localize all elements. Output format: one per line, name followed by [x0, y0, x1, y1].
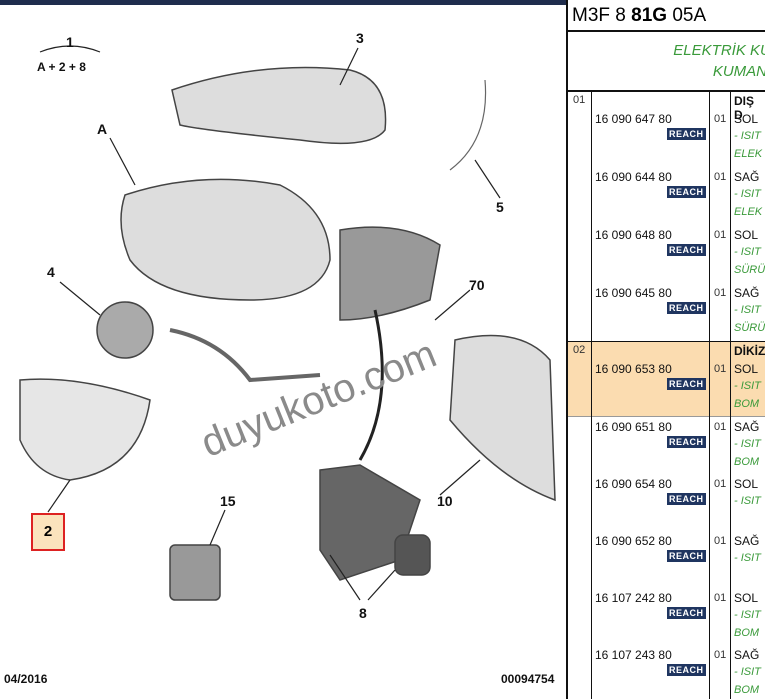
reach-badge: REACH — [667, 378, 706, 390]
quantity: 01 — [714, 363, 727, 375]
header-line-1: ELEKTRİK KUMAND — [673, 42, 765, 59]
group-index: 02 — [573, 344, 586, 356]
desc-line-1: - ISIT — [734, 304, 761, 316]
side: SAĞ — [734, 420, 760, 434]
ref-bold: 81G — [631, 5, 668, 26]
bushing-8 — [394, 534, 431, 576]
callout-a: A — [97, 121, 108, 137]
quantity: 01 — [714, 592, 727, 604]
side: SAĞ — [734, 286, 760, 300]
quantity: 01 — [714, 421, 727, 433]
desc-line-1: - ISIT — [734, 552, 761, 564]
quantity: 01 — [714, 229, 727, 241]
reach-badge: REACH — [667, 244, 706, 256]
part-number[interactable]: 16 090 654 80 — [595, 477, 672, 491]
reach-badge: REACH — [667, 664, 706, 676]
reach-badge: REACH — [667, 302, 706, 314]
top-bar — [0, 0, 566, 5]
callout-15: 15 — [220, 493, 236, 509]
ref-prefix: M3F 8 — [572, 5, 632, 26]
side: SOL — [734, 228, 759, 242]
desc-line-1: - ISIT — [734, 188, 761, 200]
group-divider — [568, 341, 765, 342]
mirror-frame — [339, 226, 441, 321]
mirror-exploded-view — [19, 45, 556, 601]
cover-10 — [449, 334, 556, 502]
diagram-ref-number: 00094754 — [501, 672, 555, 686]
side: SOL — [734, 362, 759, 376]
side: SAĞ — [734, 648, 760, 662]
part-number[interactable]: 16 090 645 80 — [595, 286, 672, 300]
quantity: 01 — [714, 171, 727, 183]
group-title: DİKİZ — [734, 344, 765, 358]
header-line-2: KUMAN — [712, 63, 765, 80]
callout-5: 5 — [496, 199, 504, 215]
part-number[interactable]: 16 090 651 80 — [595, 420, 672, 434]
desc-line-1: - ISIT — [734, 666, 761, 678]
callout-1-composition: A + 2 + 8 — [37, 60, 86, 74]
reach-badge: REACH — [667, 607, 706, 619]
reach-badge: REACH — [667, 493, 706, 505]
parts-panel: M3F 8 81G 05A ELEKTRİK KUMAND KUMAN 01 DI… — [566, 0, 765, 699]
reach-badge: REACH — [667, 436, 706, 448]
part-number[interactable]: 16 090 648 80 — [595, 228, 672, 242]
desc-line-1: - ISIT — [734, 246, 761, 258]
mirror-cover-3 — [171, 66, 387, 145]
mirror-housing-a — [120, 178, 331, 301]
mirror-glass-2 — [19, 378, 151, 481]
quantity: 01 — [714, 478, 727, 490]
switch-15 — [169, 544, 221, 601]
desc-line-1: - ISIT — [734, 495, 761, 507]
callout-8: 8 — [359, 605, 367, 621]
reach-badge: REACH — [667, 128, 706, 140]
callout-3: 3 — [356, 30, 364, 46]
desc-line-1: - ISIT — [734, 380, 761, 392]
quantity: 01 — [714, 287, 727, 299]
desc-line-1: - ISIT — [734, 609, 761, 621]
quantity: 01 — [714, 649, 727, 661]
row-divider — [568, 416, 765, 417]
reach-badge: REACH — [667, 186, 706, 198]
desc-line-2: ELEK — [734, 206, 763, 218]
desc-line-2: BOM — [734, 684, 760, 696]
reach-badge: REACH — [667, 550, 706, 562]
desc-line-1: - ISIT — [734, 438, 761, 450]
part-number[interactable]: 16 107 242 80 — [595, 591, 672, 605]
diagram-date: 04/2016 — [4, 672, 48, 686]
callout-2-highlighted[interactable]: 2 — [31, 513, 65, 551]
desc-line-1: - ISIT — [734, 130, 761, 142]
side: SOL — [734, 591, 759, 605]
part-number[interactable]: 16 090 652 80 — [595, 534, 672, 548]
callout-1: 1 — [66, 34, 74, 50]
quantity: 01 — [714, 535, 727, 547]
group-title: DIŞ D — [734, 94, 755, 122]
desc-line-2: BOM — [734, 456, 760, 468]
part-number[interactable]: 16 090 644 80 — [595, 170, 672, 184]
desc-line-2: ELEK — [734, 148, 763, 160]
reference-code: M3F 8 81G 05A — [568, 0, 765, 32]
side: SOL — [734, 477, 759, 491]
ref-suffix: 05A — [667, 5, 707, 26]
part-number[interactable]: 16 107 243 80 — [595, 648, 672, 662]
side: SAĞ — [734, 170, 760, 184]
desc-line-2: BOM — [734, 398, 760, 410]
highlighted-row-bg — [568, 342, 765, 416]
parts-diagram: duyukoto.com 1 A + 2 + 8 3 A 5 4 70 2 15… — [0, 0, 566, 686]
group-index: 01 — [573, 94, 586, 106]
callout-70: 70 — [469, 277, 485, 293]
part-number[interactable]: 16 090 647 80 — [595, 112, 672, 126]
callout-10: 10 — [437, 493, 453, 509]
section-header: ELEKTRİK KUMAND KUMAN — [568, 32, 765, 92]
quantity: 01 — [714, 113, 727, 125]
desc-line-2: SÜRÜ — [734, 264, 765, 276]
callout-4: 4 — [47, 264, 55, 280]
side: SAĞ — [734, 534, 760, 548]
desc-line-2: SÜRÜ — [734, 322, 765, 334]
part-number[interactable]: 16 090 653 80 — [595, 362, 672, 376]
desc-line-2: BOM — [734, 627, 760, 639]
motor-4 — [96, 301, 154, 359]
side: SOL — [734, 112, 759, 126]
